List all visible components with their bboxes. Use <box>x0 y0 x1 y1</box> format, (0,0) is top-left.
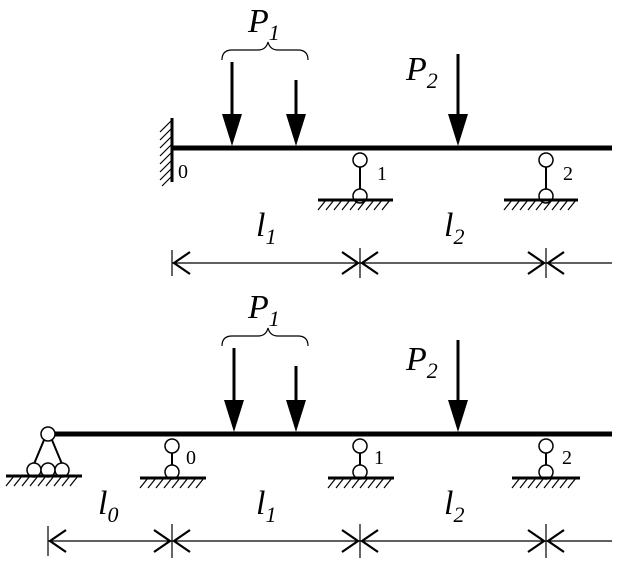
top-span-l2-label: l2 <box>444 207 464 249</box>
bottom-p1-label: P1 <box>247 289 280 331</box>
bottom-roller-support-1 <box>327 438 394 489</box>
top-fixed-wall <box>159 118 174 187</box>
bottom-dimension-line <box>47 524 612 558</box>
bottom-roller-support-2 <box>511 438 580 489</box>
bottom-diagram: 0 1 <box>5 289 612 558</box>
bottom-support-label-1: 1 <box>374 447 384 469</box>
top-dimension-line <box>171 248 612 278</box>
top-roller-support-1 <box>317 152 393 211</box>
top-p1-arrowhead-2 <box>286 114 306 146</box>
top-roller-support-2 <box>503 152 578 211</box>
bottom-p2-label: P2 <box>405 341 438 383</box>
top-support-label-1: 1 <box>377 163 387 185</box>
bottom-roller-support-0 <box>139 438 206 489</box>
bottom-p2-arrowhead <box>448 400 468 432</box>
top-support-label-2: 2 <box>563 163 573 185</box>
bottom-p1-arrowhead-1 <box>224 400 244 432</box>
bottom-span-l1-label: l1 <box>256 485 276 527</box>
bottom-p1-arrowhead-2 <box>286 400 306 432</box>
bottom-p1-brace <box>221 327 309 347</box>
top-p1-arrowhead-1 <box>222 114 242 146</box>
bottom-pin-support <box>5 426 82 487</box>
bottom-span-l2-label: l2 <box>444 485 464 527</box>
bottom-support-label-0: 0 <box>186 447 196 469</box>
bottom-support-label-2: 2 <box>562 447 572 469</box>
top-diagram: 0 1 <box>159 3 612 278</box>
top-p2-arrowhead <box>448 114 468 146</box>
top-span-l1-label: l1 <box>256 207 276 249</box>
top-p2-label: P2 <box>405 51 438 93</box>
top-p1-label: P1 <box>247 3 280 45</box>
bottom-span-l0-label: l0 <box>98 485 118 527</box>
top-support-label-0: 0 <box>178 161 188 183</box>
top-p1-brace <box>221 41 309 61</box>
